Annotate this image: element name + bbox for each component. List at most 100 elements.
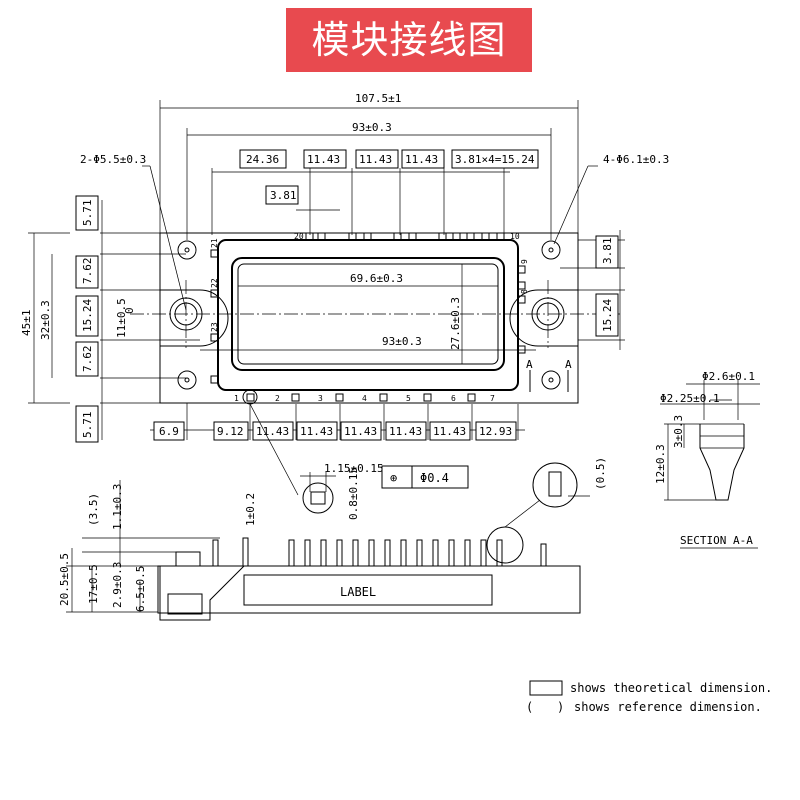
pin-number: 5 bbox=[406, 394, 411, 403]
top-dim-3: 11.43 bbox=[359, 153, 392, 166]
pin bbox=[210, 375, 219, 384]
right-dim: 3.81 bbox=[601, 238, 614, 265]
pin-number: 7 bbox=[490, 394, 495, 403]
top-dim-1: 24.36 bbox=[246, 153, 279, 166]
bottom-dim: 12.93 bbox=[479, 425, 512, 438]
dim-box bbox=[296, 421, 338, 441]
left-dim: 5.71 bbox=[81, 412, 94, 439]
section-hatch bbox=[700, 423, 744, 449]
dim-box bbox=[595, 235, 619, 269]
mounting-hole-center bbox=[184, 247, 190, 253]
side-ear bbox=[159, 565, 245, 621]
pin bbox=[517, 295, 526, 304]
dim-box bbox=[265, 185, 299, 205]
section-a-a: Φ2.6±0.1 Φ2.25±0.1 12±0.3 3±0.3 SECTION … bbox=[654, 370, 760, 549]
pin-number: 20 bbox=[294, 232, 304, 241]
left-dim: 7.62 bbox=[81, 258, 94, 285]
dim-box bbox=[385, 421, 427, 441]
dim-box bbox=[75, 341, 99, 377]
page-title: 模块接线图 bbox=[311, 18, 507, 62]
side-dim: 2.9±0.3 bbox=[111, 562, 124, 608]
title-banner: 模块接线图 bbox=[286, 8, 532, 72]
mounting-hole-center bbox=[548, 377, 554, 383]
pin-number: 8 bbox=[520, 289, 529, 294]
pin-thickness-label: 0.8±0.15 bbox=[347, 467, 360, 520]
pin bbox=[517, 265, 526, 274]
pin-number: 6 bbox=[451, 394, 456, 403]
mounting-hole-4-label: 4-Φ6.1±0.3 bbox=[603, 153, 669, 166]
top-pins bbox=[305, 232, 505, 241]
right-ear bbox=[509, 289, 578, 347]
position-tolerance-icon: ⊕ bbox=[390, 471, 397, 485]
mounting-hole bbox=[541, 370, 561, 390]
pin-number: 23 bbox=[210, 322, 219, 332]
bottom-dim: 11.43 bbox=[300, 425, 333, 438]
pin-detail bbox=[310, 491, 326, 505]
pin-1-marker bbox=[242, 389, 258, 405]
dim-box bbox=[213, 421, 249, 441]
left-dim: 7.62 bbox=[81, 346, 94, 373]
side-dim: 17±0.5 bbox=[87, 564, 100, 604]
module-housing bbox=[217, 239, 519, 391]
pin-detail-circle bbox=[302, 482, 334, 514]
section-profile bbox=[699, 424, 745, 501]
window-width-label: 69.6±0.3 bbox=[350, 272, 403, 285]
left-dim: 15.24 bbox=[81, 299, 94, 332]
top-view: 107.5±1 93±0.3 24.36 11.43 11.43 11.43 3… bbox=[20, 92, 669, 520]
side-dim: (3.5) bbox=[87, 493, 100, 526]
dim-box bbox=[595, 293, 619, 337]
side-dim: 1.1±0.3 bbox=[111, 484, 124, 530]
dim-box bbox=[75, 295, 99, 337]
dim-box bbox=[401, 149, 445, 169]
bottom-dim: 11.43 bbox=[344, 425, 377, 438]
center-offset-zero: 0 bbox=[123, 307, 136, 314]
dim-box bbox=[239, 149, 287, 169]
pin bbox=[517, 345, 526, 354]
side-nut bbox=[167, 593, 203, 615]
side-dim: 20.5±0.5 bbox=[58, 553, 71, 606]
pin-pitch-label: 3.81 bbox=[270, 189, 297, 202]
dim-box bbox=[340, 421, 382, 441]
pin-number: 10 bbox=[510, 232, 520, 241]
side-view: LABEL (0.5) bbox=[58, 457, 607, 621]
window-inner bbox=[237, 263, 499, 365]
section-marker: A bbox=[526, 358, 533, 371]
mounting-hole bbox=[177, 370, 197, 390]
dim-box bbox=[75, 255, 99, 289]
dim-box bbox=[429, 421, 471, 441]
pin bbox=[210, 333, 219, 342]
tolerance-frame bbox=[381, 465, 469, 489]
section-dia-bottom: Φ2.25±0.1 bbox=[660, 392, 720, 405]
inner-pitch-label: 93±0.3 bbox=[382, 335, 422, 348]
bottom-dim: 9.12 bbox=[217, 425, 244, 438]
legend-paren-open: ( bbox=[526, 700, 533, 714]
bottom-pins bbox=[246, 393, 476, 402]
tolerance-value: Φ0.4 bbox=[420, 471, 449, 485]
dim-box bbox=[75, 195, 99, 231]
dim-box bbox=[355, 149, 399, 169]
dim-box bbox=[252, 421, 294, 441]
dim-box bbox=[153, 421, 185, 441]
dim-box bbox=[451, 149, 539, 169]
dim-box bbox=[303, 149, 347, 169]
mounting-hole-center bbox=[548, 247, 554, 253]
bottom-dim: 11.43 bbox=[433, 425, 466, 438]
pin bbox=[210, 249, 219, 258]
pin-number: 9 bbox=[520, 259, 529, 264]
mounting-hole bbox=[177, 240, 197, 260]
legend: shows theoretical dimension. ( ) shows r… bbox=[526, 680, 772, 714]
pin-number: 21 bbox=[210, 238, 219, 248]
side-boss bbox=[175, 551, 201, 567]
right-dim: 15.24 bbox=[601, 299, 614, 332]
pin bbox=[517, 281, 526, 290]
center-offset-label: 11±0.5 bbox=[115, 298, 128, 338]
mounting-hole-center bbox=[184, 377, 190, 383]
side-pins bbox=[212, 537, 547, 567]
left-dim: 5.71 bbox=[81, 200, 94, 227]
detail-pin bbox=[548, 471, 562, 497]
section-height: 12±0.3 bbox=[654, 444, 667, 484]
section-name: SECTION A-A bbox=[680, 534, 753, 547]
pin-number: 22 bbox=[210, 278, 219, 288]
overall-length-label: 107.5±1 bbox=[355, 92, 401, 105]
